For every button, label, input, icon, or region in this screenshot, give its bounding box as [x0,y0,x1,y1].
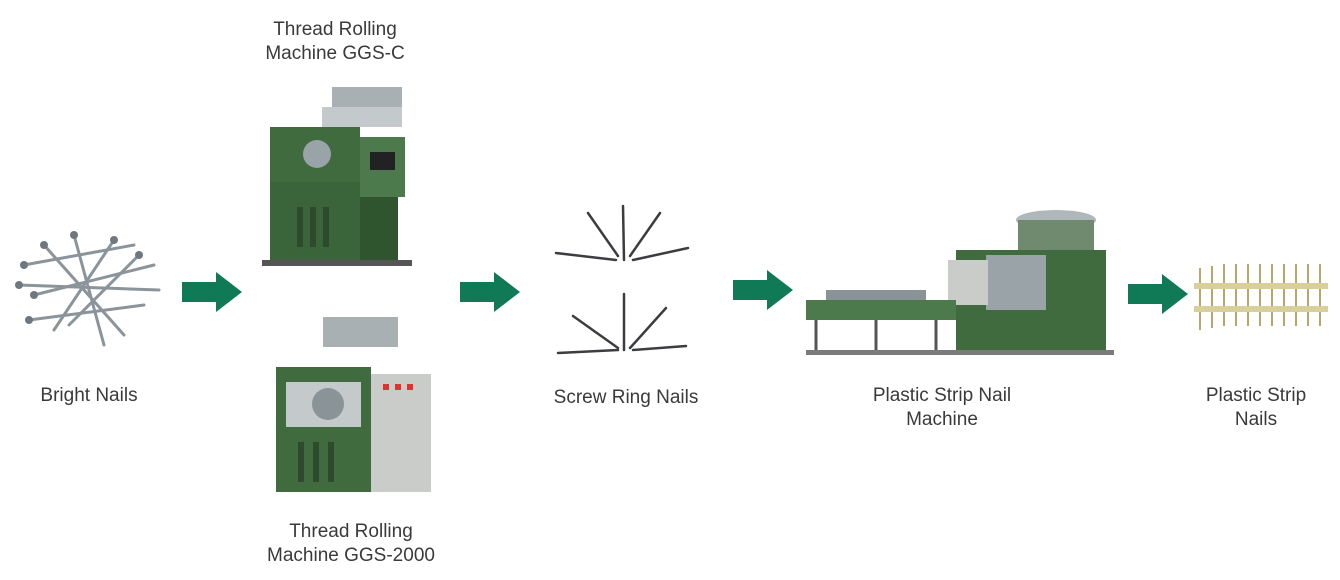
screw-ring-nails-label: Screw Ring Nails [553,387,699,408]
plastic-strip-nails-image [1194,264,1328,330]
bright-nails-image [15,231,161,347]
arrow-right-icon [182,272,242,312]
machine-ggs-2000-label-line1: Thread Rolling [289,521,413,542]
plastic-strip-nail-machine-label-line1: Plastic Strip Nail [872,385,1012,406]
arrow-right-icon [733,270,793,310]
machine-ggs-c-label: Thread Rolling Machine GGS-C [235,18,435,66]
machine-ggs-c-label-line1: Thread Rolling [273,19,397,40]
bright-nails-label: Bright Nails [40,385,138,406]
arrow-right-icon [460,272,520,312]
machine-ggs-2000-label: Thread Rolling Machine GGS-2000 [241,520,461,568]
plastic-strip-nails-label-line2: Nails [1234,409,1278,430]
plastic-strip-nail-machine-image [806,210,1114,355]
plastic-strip-nails-label-line1: Plastic Strip [1205,385,1307,406]
plastic-strip-nail-machine-label: Plastic Strip Nail Machine [842,384,1042,432]
arrow-right-icon [1128,274,1188,314]
plastic-strip-nail-machine-label-line2: Machine [906,409,978,430]
machine-ggs-2000-label-line2: Machine GGS-2000 [267,545,435,566]
screw-ring-nails-image [554,204,690,355]
plastic-strip-nails-label: Plastic Strip Nails [1176,384,1336,432]
thread-rolling-machine-ggs-2000-image [276,317,431,492]
thread-rolling-machine-ggs-c-image [262,87,412,266]
machine-ggs-c-label-line2: Machine GGS-C [265,43,405,64]
